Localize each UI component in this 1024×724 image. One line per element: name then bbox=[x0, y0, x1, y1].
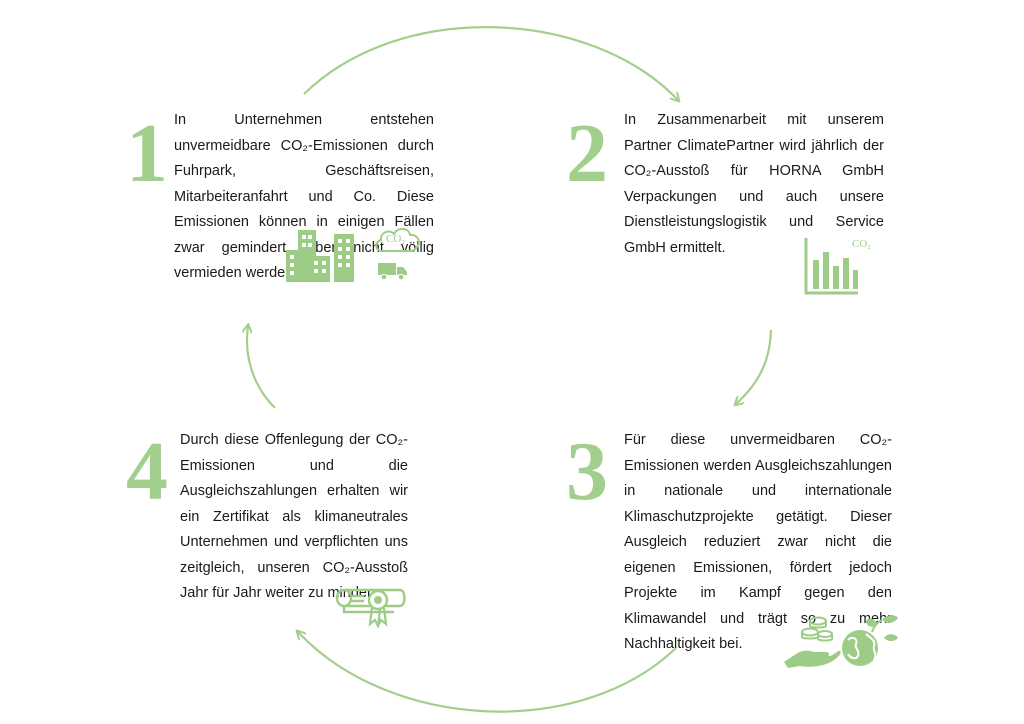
buildings-icon bbox=[284, 228, 356, 284]
bar-chart-co2-icon: CO₂ bbox=[804, 236, 878, 296]
arrow-step1-to-step2 bbox=[303, 26, 678, 100]
step-4-text: Durch diese Offenlegung der CO₂-Emission… bbox=[180, 432, 408, 601]
arrow-step2-to-step3 bbox=[736, 329, 773, 404]
cloud-co2-label: CO₂ bbox=[386, 233, 406, 245]
bar-chart-co2-label: CO₂ bbox=[852, 238, 872, 250]
step-2-text: In Zusammenarbeit mit unserem Partner Cl… bbox=[624, 112, 884, 256]
certificate-icon bbox=[334, 582, 410, 630]
truck-icon bbox=[378, 262, 408, 281]
arrow-step3-to-step4 bbox=[298, 632, 677, 713]
step-4-number: 4 bbox=[126, 425, 168, 518]
hand-coins-icon bbox=[782, 612, 844, 670]
step-3-number: 3 bbox=[566, 425, 608, 518]
cloud-co2-icon: CO₂ bbox=[372, 224, 424, 254]
arrow-step4-to-step1 bbox=[247, 326, 276, 409]
step-2-number: 2 bbox=[566, 107, 608, 200]
step-1-number: 1 bbox=[126, 107, 168, 200]
globe-plant-icon bbox=[838, 612, 900, 670]
